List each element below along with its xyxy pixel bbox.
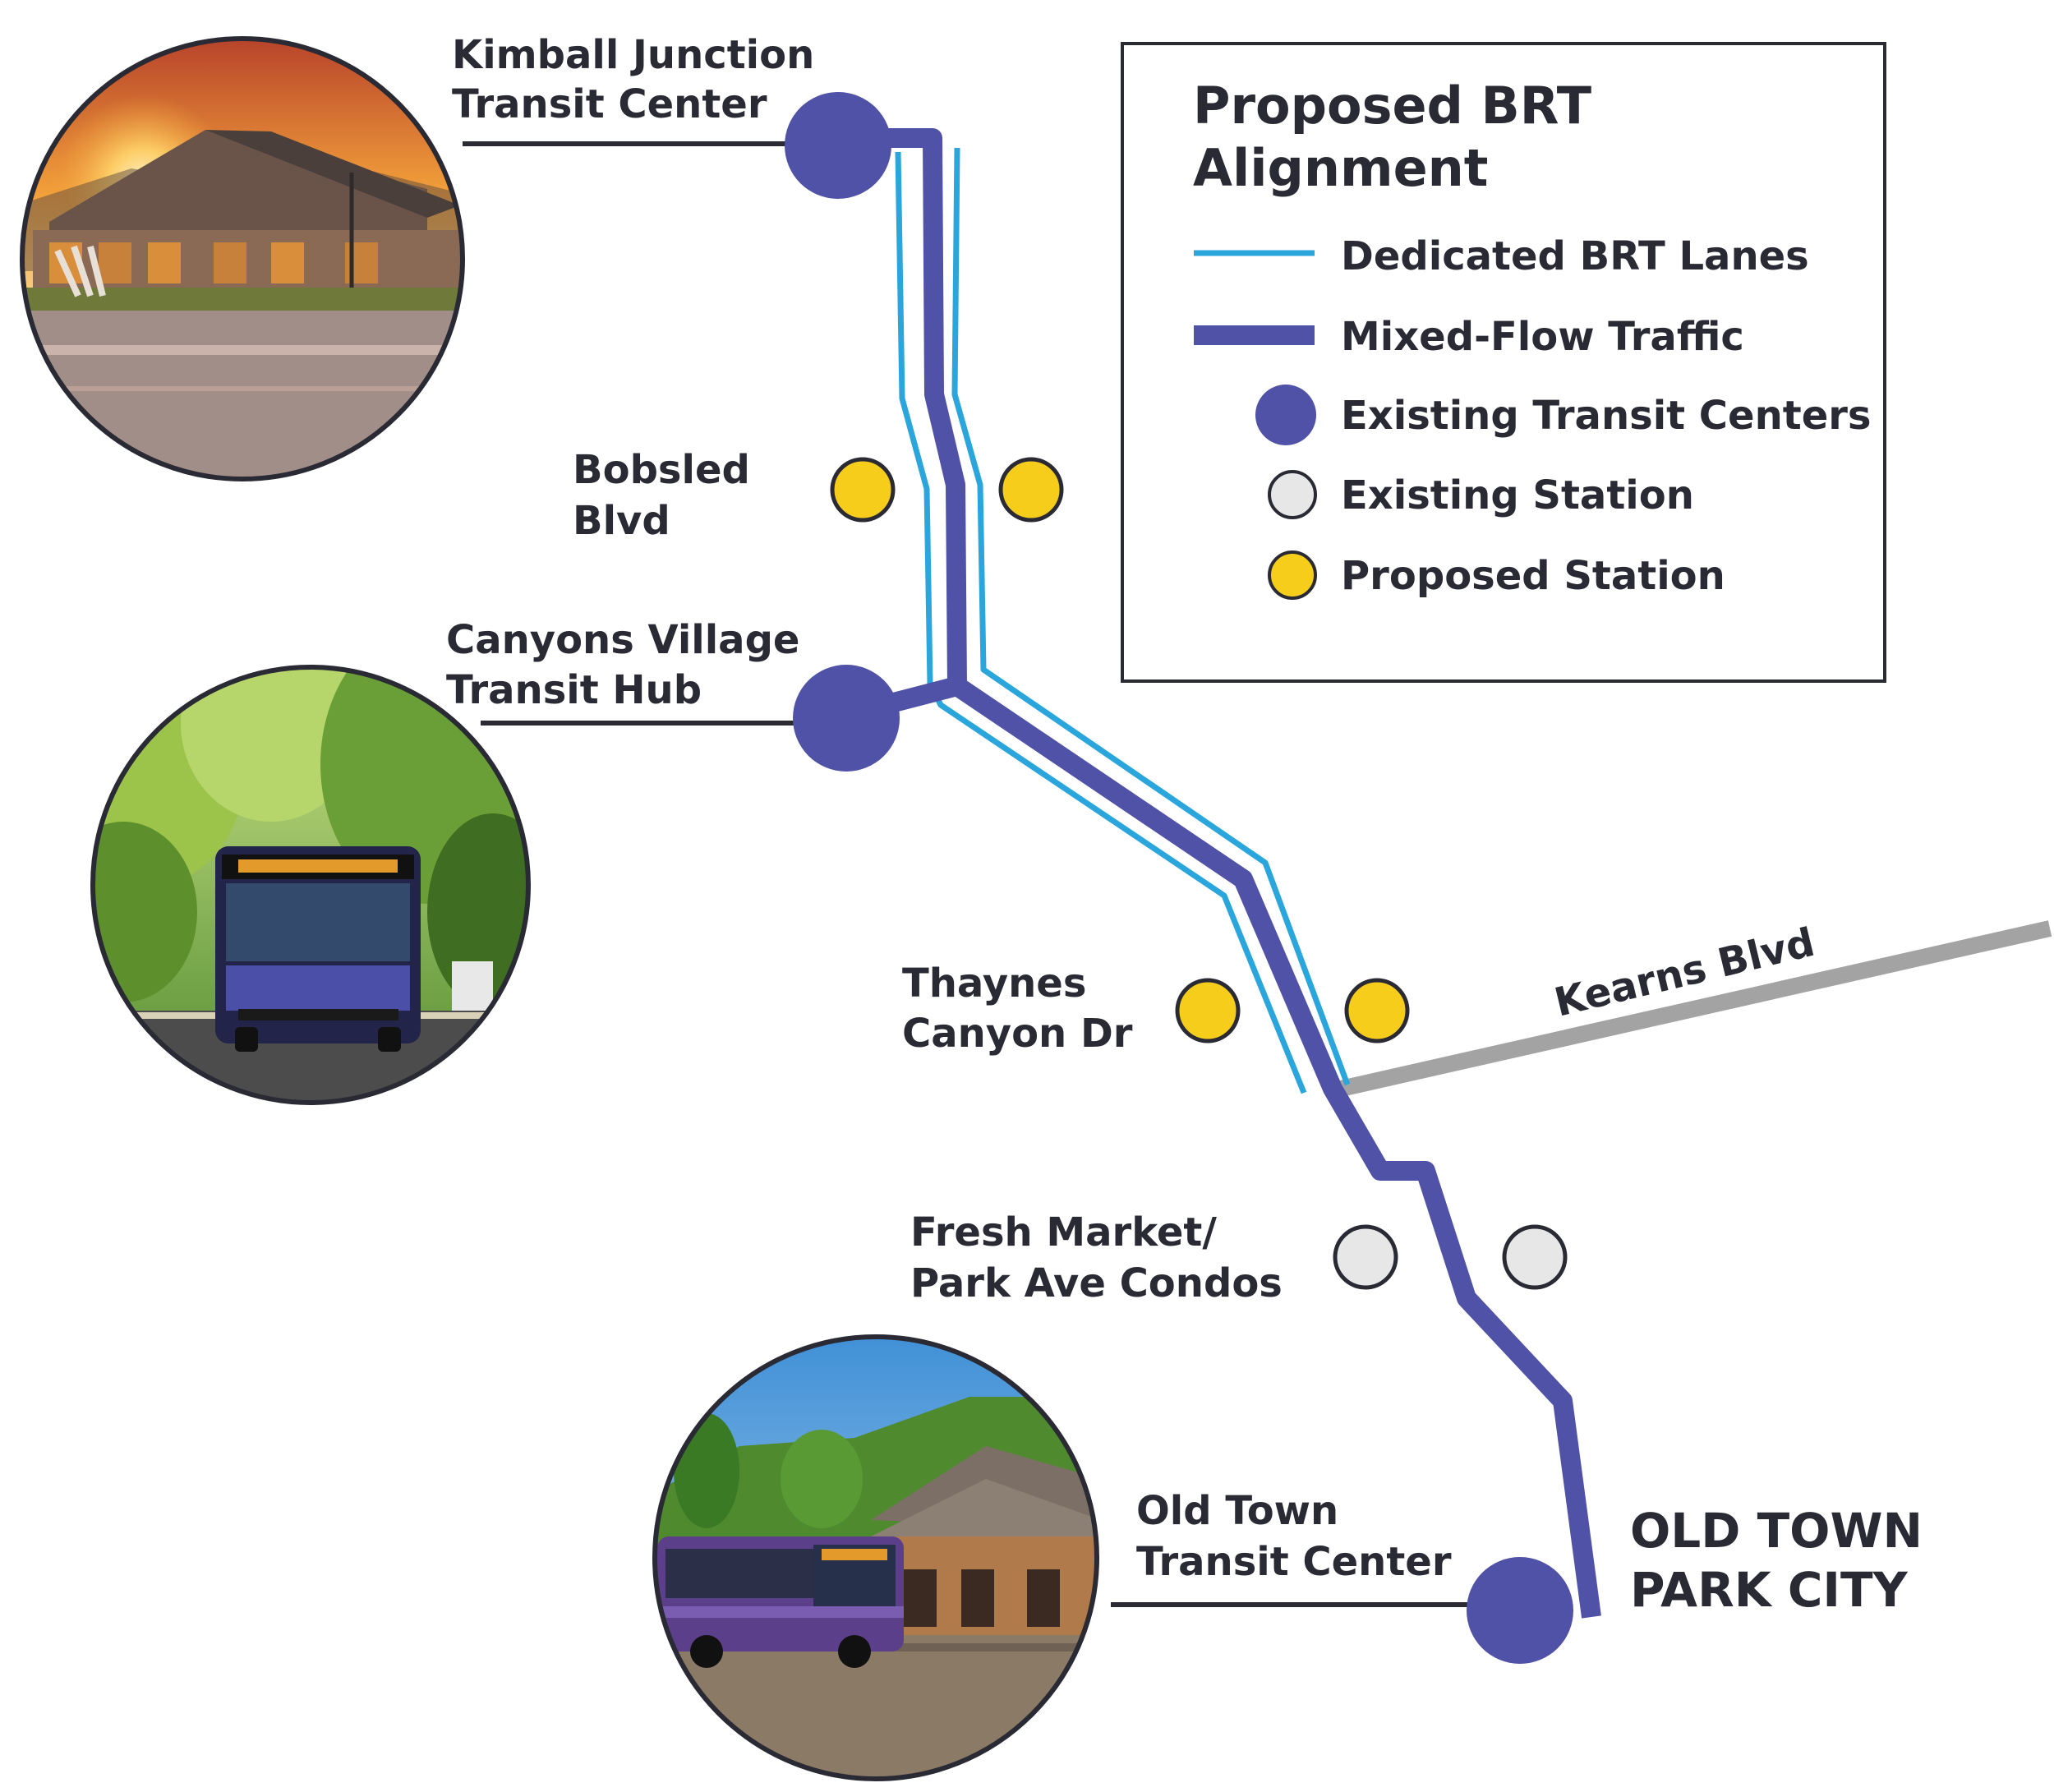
legend: Proposed BRT Alignment Dedicated BRT Lan… xyxy=(1121,42,1886,683)
kimball-junction-transit-center[interactable] xyxy=(785,92,891,199)
thaynes-label-line2: Canyon Dr xyxy=(902,1011,1133,1057)
legend-existing-station-swatch xyxy=(1268,470,1317,519)
thaynes-proposed-station-east[interactable] xyxy=(1344,978,1410,1043)
legend-item-label-dedicated: Dedicated BRT Lanes xyxy=(1341,233,1809,279)
legend-item-label-mixed-flow: Mixed-Flow Traffic xyxy=(1341,314,1744,360)
old-town-label-line1: Old Town xyxy=(1136,1488,1338,1534)
fresh-market-existing-station-west[interactable] xyxy=(1333,1224,1398,1290)
kimball-label-line1: Kimball Junction xyxy=(452,32,814,78)
legend-title-line1: Proposed BRT xyxy=(1193,76,1591,136)
mixed-flow-route xyxy=(836,128,1601,1619)
old-town-label-line2: Transit Center xyxy=(1136,1539,1452,1585)
canyons-label-line2: Transit Hub xyxy=(446,667,702,713)
old-town-park-city-label-line1: OLD TOWN xyxy=(1630,1503,1923,1559)
old-town-photo xyxy=(652,1334,1099,1781)
bobsled-label-line1: Bobsled xyxy=(573,447,750,493)
bobsled-proposed-station-west[interactable] xyxy=(830,457,896,523)
canyons-village-transit-hub[interactable] xyxy=(793,665,900,772)
legend-item-label-proposed-station: Proposed Station xyxy=(1341,553,1725,599)
fresh-market-label-line2: Park Ave Condos xyxy=(910,1260,1283,1306)
bobsled-label-line2: Blvd xyxy=(573,498,670,544)
old-town-transit-center[interactable] xyxy=(1467,1557,1573,1664)
dedicated-lane-east xyxy=(951,147,1351,1086)
legend-proposed-station-swatch xyxy=(1268,550,1317,600)
kimball-junction-photo xyxy=(20,36,465,481)
canyons-label-line1: Canyons Village xyxy=(446,617,799,663)
fresh-market-label-line1: Fresh Market/ xyxy=(910,1209,1217,1255)
legend-item-label-existing-station: Existing Station xyxy=(1341,472,1694,518)
old-town-park-city-label-line2: PARK CITY xyxy=(1630,1562,1909,1618)
bobsled-proposed-station-east[interactable] xyxy=(998,457,1064,523)
thaynes-label-line1: Thaynes xyxy=(902,960,1086,1007)
legend-transit-center-swatch xyxy=(1255,385,1316,445)
legend-item-label-transit-centers: Existing Transit Centers xyxy=(1341,393,1872,439)
legend-box xyxy=(1121,42,1886,683)
thaynes-proposed-station-west[interactable] xyxy=(1175,978,1241,1043)
fresh-market-existing-station-east[interactable] xyxy=(1502,1224,1568,1290)
legend-title-line2: Alignment xyxy=(1193,138,1488,198)
kearns-blvd-road xyxy=(1338,920,2052,1097)
kimball-label-line2: Transit Center xyxy=(452,81,767,127)
